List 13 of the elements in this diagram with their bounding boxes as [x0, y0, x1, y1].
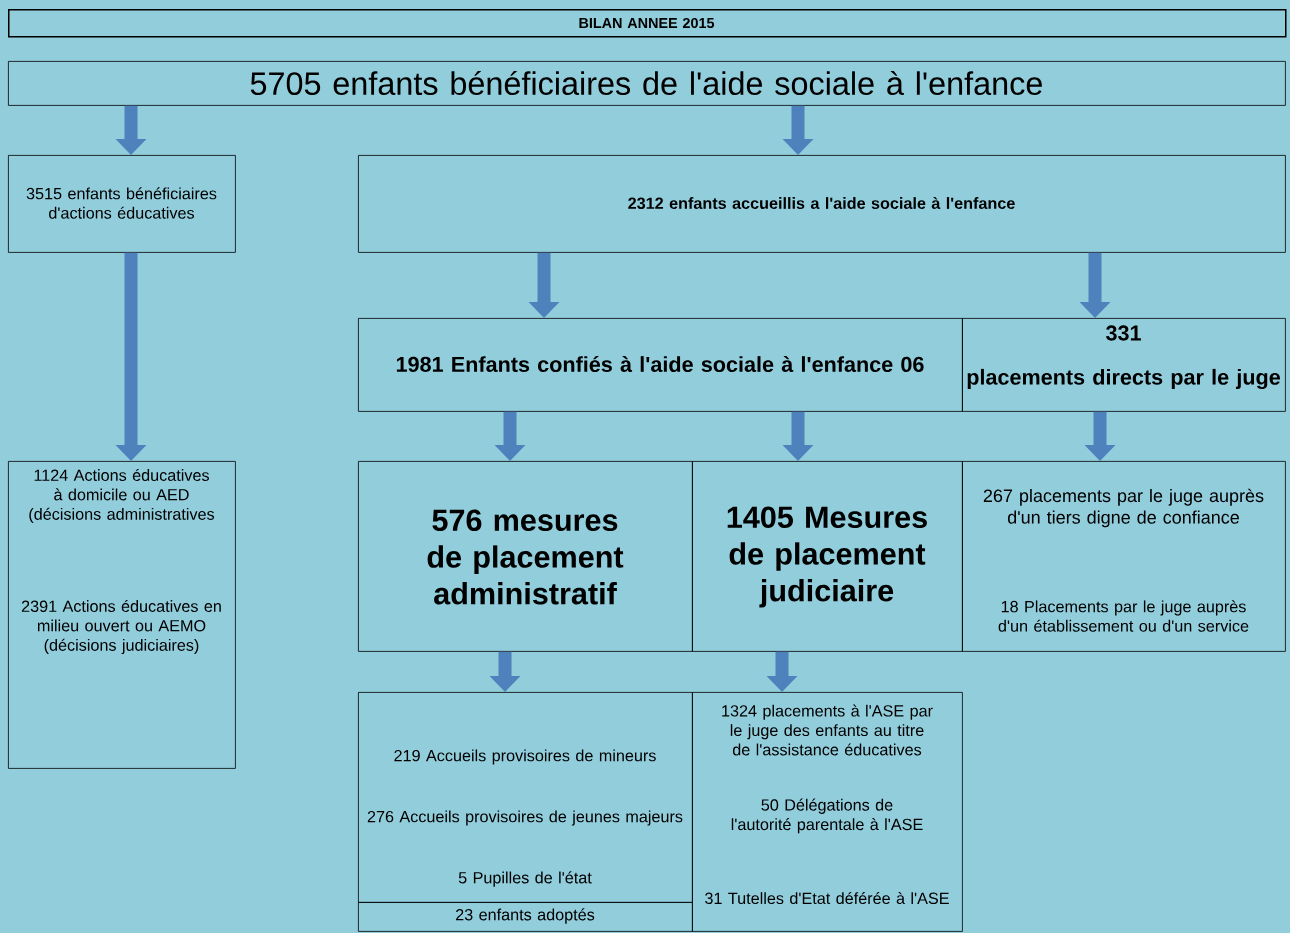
category-box: 1981 Enfants confiés à l'aide sociale à l'enfance 06 — [358, 318, 963, 412]
measure-box: 1405 Mesures de placement judiciaire — [692, 461, 963, 652]
measure-box: 576 mesures de placement administratif — [358, 461, 693, 652]
header-box: 5705 enfants bénéficiaires de l'aide sociale à l'enfance — [8, 61, 1286, 106]
detail-box: 23 enfants adoptés — [358, 902, 693, 932]
category-box: 3515 enfants bénéficiaires d'actions éducatives — [8, 155, 236, 253]
detail-box: 219 Accueils provisoires de mineurs 276 Accueils provisoires de jeunes majeurs 5 Pupilles de l'état — [358, 692, 693, 903]
title-box: BILAN ANNEE 2015 — [8, 9, 1287, 38]
detail-box: 1324 placements à l'ASE par le juge des enfants au titre de l'assistance éducatives 50 Délégations de l'autorité parentale à l'ASE 31 Tutelles d'Etat déférée à l'ASE — [692, 692, 963, 932]
category-box: 331 placements directs par le juge — [962, 318, 1286, 412]
detail-box: 1124 Actions éducatives à domicile ou AED (décisions administratives 2391 Actions éducatives en milieu ouvert ou AEMO (décisions judiciaires) — [8, 461, 236, 769]
category-box: 2312 enfants accueillis a l'aide sociale à l'enfance — [358, 155, 1286, 253]
detail-box: 267 placements par le juge auprès d'un tiers digne de confiance 18 Placements par le juge auprès d'un établissement ou d'un service — [962, 461, 1286, 652]
